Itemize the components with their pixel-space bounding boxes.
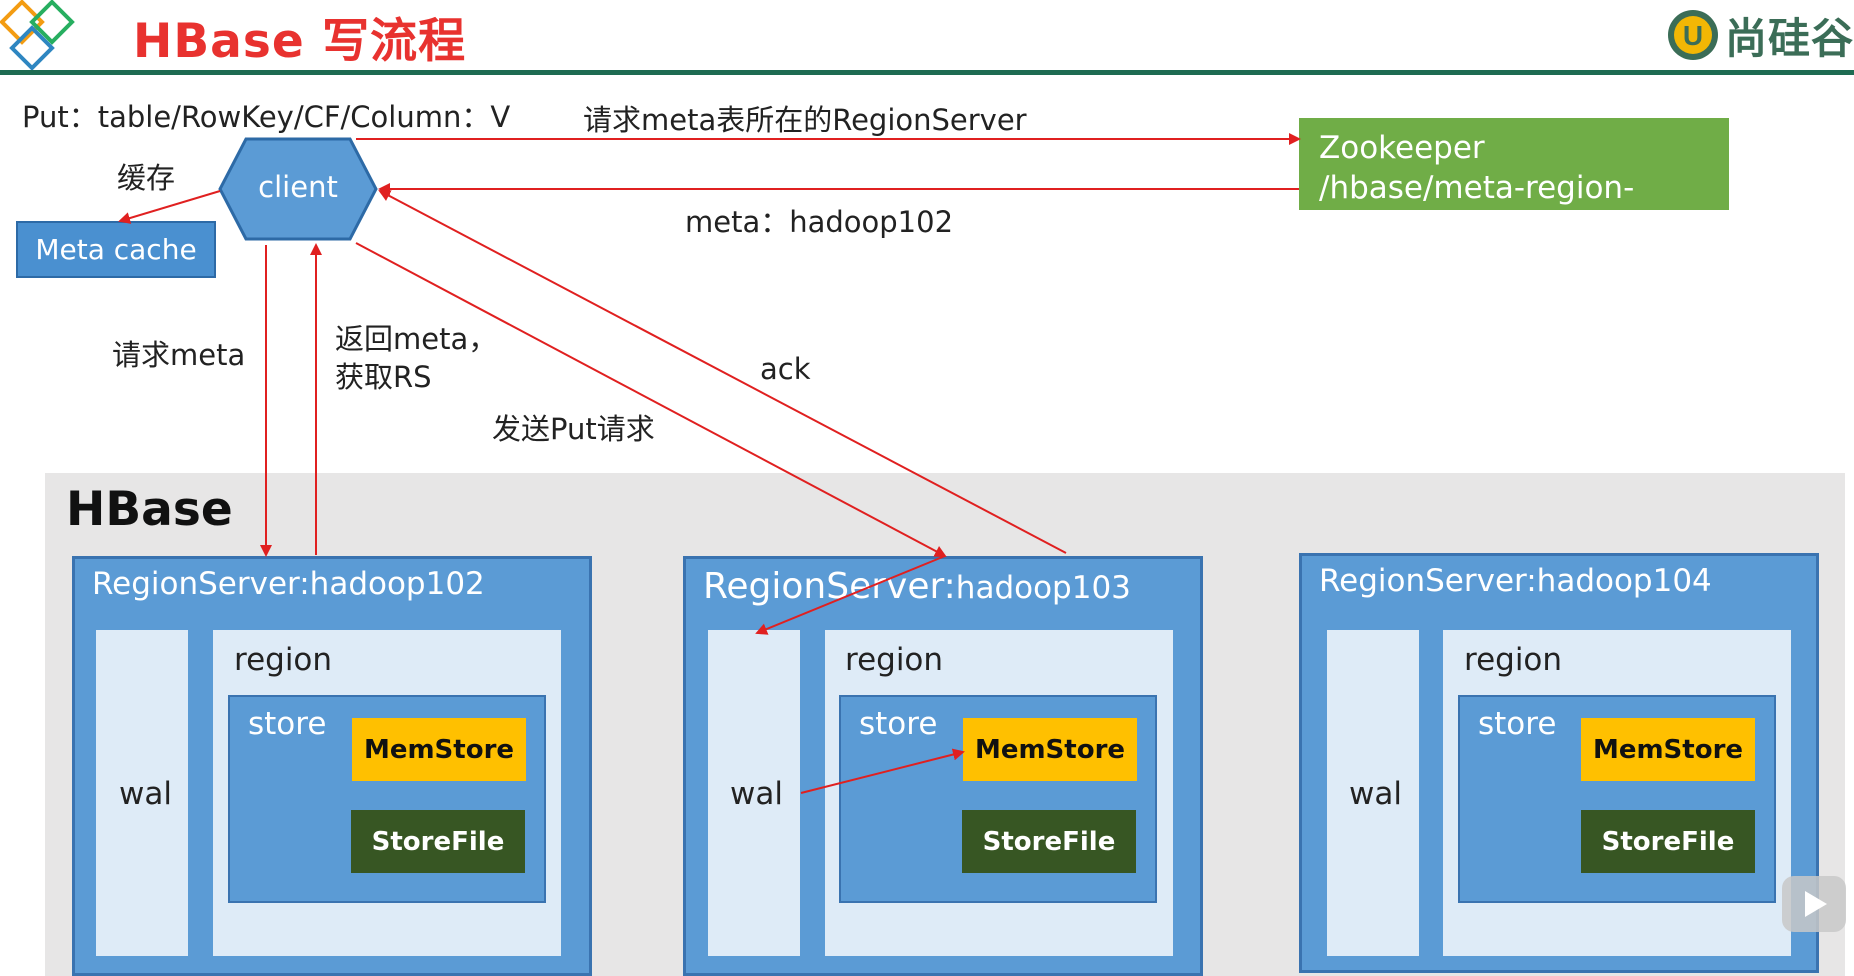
store-label: store xyxy=(859,706,938,742)
storefile-box: StoreFile xyxy=(962,810,1136,873)
storefile-label: StoreFile xyxy=(371,826,505,857)
wal-box xyxy=(708,630,800,956)
storefile-box: StoreFile xyxy=(1581,810,1755,873)
wal-label: wal xyxy=(730,776,783,812)
regionserver-title-host: hadoop103 xyxy=(955,570,1131,606)
zookeeper-title: Zookeeper xyxy=(1319,130,1485,166)
client-label: client xyxy=(258,170,338,204)
meta-cache-box: Meta cache xyxy=(16,221,216,278)
region-label: region xyxy=(234,642,333,678)
regionserver-title-prefix: RegionServer: xyxy=(703,566,956,607)
brand-logo: U 尚硅谷 xyxy=(1665,6,1854,64)
page-title: HBase 写流程 xyxy=(133,14,467,69)
wal-box xyxy=(96,630,188,956)
memstore-label: MemStore xyxy=(1592,734,1744,765)
meta-location-label: meta：hadoop102 xyxy=(685,205,954,239)
zookeeper-box: Zookeeper /hbase/meta-region-server xyxy=(1299,118,1729,246)
store-label: store xyxy=(1478,706,1557,742)
region-label: region xyxy=(845,642,944,678)
play-icon[interactable] xyxy=(1782,876,1846,932)
store-label: store xyxy=(248,706,327,742)
wal-label: wal xyxy=(119,776,172,812)
regionserver-title: RegionServer:hadoop103 xyxy=(703,566,1131,607)
region-label: region xyxy=(1464,642,1563,678)
return-meta-label-1: 返回meta， xyxy=(335,322,498,356)
regionserver-title: RegionServer:hadoop104 xyxy=(1319,563,1712,599)
regionserver-title: RegionServer:hadoop102 xyxy=(92,566,485,602)
return-meta-label-2: 获取RS xyxy=(335,360,432,394)
storefile-label: StoreFile xyxy=(982,826,1116,857)
client-node xyxy=(218,137,378,241)
memstore-box: MemStore xyxy=(1581,718,1755,781)
brand-name: 尚硅谷 xyxy=(1724,13,1854,63)
memstore-label: MemStore xyxy=(974,734,1126,765)
memstore-box: MemStore xyxy=(963,718,1137,781)
wal-label: wal xyxy=(1349,776,1402,812)
brand-logo-letter: U xyxy=(1683,20,1703,51)
zookeeper-path: /hbase/meta-region-server xyxy=(1319,170,1635,246)
cache-label: 缓存 xyxy=(117,161,176,195)
memstore-box: MemStore xyxy=(352,718,526,781)
storefile-label: StoreFile xyxy=(1601,826,1735,857)
request-meta-label: 请求meta xyxy=(112,338,246,372)
meta-cache-label: Meta cache xyxy=(35,233,197,266)
request-meta-rs-label: 请求meta表所在的RegionServer xyxy=(583,103,1027,137)
diamond-logo-icon xyxy=(0,0,90,71)
storefile-box: StoreFile xyxy=(351,810,525,873)
put-label: Put：table/RowKey/CF/Column：V xyxy=(22,100,511,134)
ack-label: ack xyxy=(760,352,811,386)
send-put-label: 发送Put请求 xyxy=(492,412,655,446)
header-divider xyxy=(0,70,1854,75)
wal-box xyxy=(1327,630,1419,956)
hbase-title: HBase xyxy=(66,482,233,537)
memstore-label: MemStore xyxy=(363,734,515,765)
brand-u-icon: U xyxy=(1667,10,1718,60)
